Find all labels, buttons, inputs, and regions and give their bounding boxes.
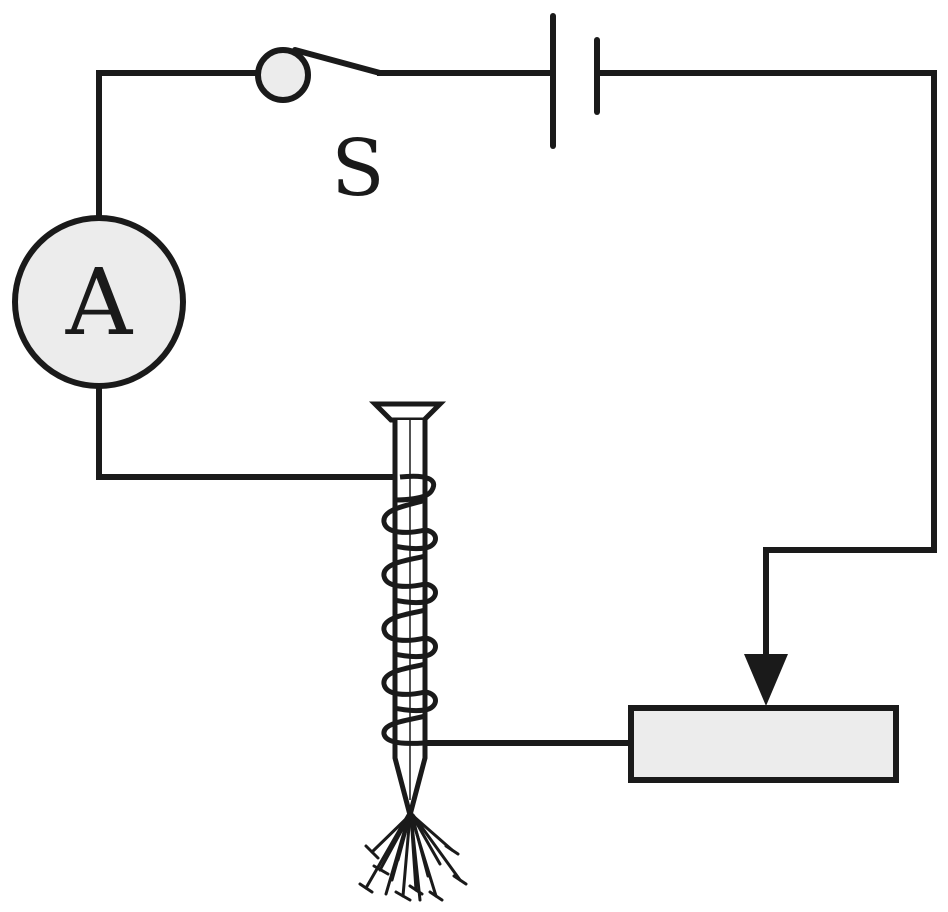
coil: [381, 473, 438, 746]
pin: [364, 813, 410, 890]
pin: [394, 890, 412, 902]
rheostat: [628, 654, 899, 783]
coil-turn: [381, 497, 426, 535]
pin: [364, 844, 380, 860]
coil-turn: [394, 527, 438, 552]
ammeter-body: [12, 215, 186, 389]
pin: [452, 874, 468, 886]
switch-blade: [292, 47, 383, 76]
pin: [358, 882, 374, 894]
coil-turn: [394, 635, 438, 660]
pin: [396, 813, 412, 862]
coil-turn: [394, 473, 436, 503]
coil-turn: [381, 553, 426, 589]
pin: [408, 884, 424, 896]
coil-turn: [381, 661, 426, 697]
coil-turn: [394, 581, 438, 606]
switch: S: [255, 47, 385, 214]
pin: [409, 813, 438, 898]
ammeter-label: A: [65, 249, 134, 356]
iron-pins: [358, 813, 468, 902]
ammeter: A: [12, 215, 186, 389]
wire-right: [594, 70, 937, 663]
pin: [428, 890, 444, 902]
battery-cell: [550, 13, 600, 149]
coil-turn: [381, 713, 426, 746]
rheostat-body: [628, 705, 899, 783]
switch-label: S: [331, 124, 384, 214]
nail-head: [368, 401, 447, 423]
pin: [401, 813, 412, 898]
rheostat-slider-arrow: [744, 654, 788, 706]
coil-turn: [394, 689, 438, 714]
pin: [372, 864, 390, 876]
electromagnet: [368, 401, 447, 825]
pin: [411, 813, 462, 882]
coil-turn: [381, 607, 426, 643]
wire-left-bottom: [96, 386, 403, 480]
pin: [409, 813, 422, 902]
wire-left-top: [96, 70, 261, 219]
pin: [444, 844, 460, 856]
pin: [410, 813, 442, 866]
switch-pivot: [255, 47, 311, 103]
circuit-wires: [96, 70, 937, 746]
